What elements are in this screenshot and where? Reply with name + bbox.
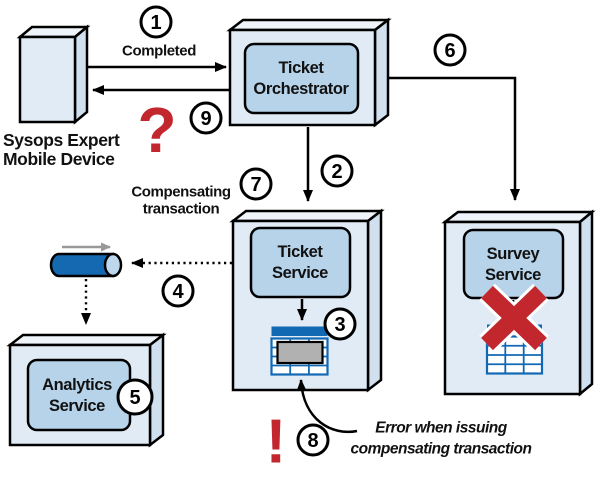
ticket-service-label-line1: Ticket: [278, 243, 324, 261]
survey-service-panel: [462, 228, 565, 300]
mobile-device-label-line1: Sysops Expert: [3, 130, 120, 150]
ticket-db-header: [271, 326, 328, 336]
step-badge-6-circle: [433, 33, 467, 67]
step-badge-9: 9: [189, 101, 223, 135]
step-badge-1: 1: [139, 5, 173, 39]
survey-service-label-line1: Survey: [487, 245, 541, 263]
step-badge-8-circle: [296, 423, 330, 457]
message-queue-icon: [49, 242, 123, 278]
orchestrator-label-line1: Ticket: [279, 59, 325, 77]
mobile-device-label-line2: Mobile Device: [3, 149, 115, 169]
orchestrator-top-face: [226, 18, 392, 32]
ticket-service-label-line2: Service: [272, 264, 328, 282]
error-label-line1: Error when issuing: [375, 420, 507, 437]
completed-label: Completed: [122, 43, 196, 60]
ticket-db-record-highlight: [276, 340, 324, 365]
step-badge-6: 6: [433, 33, 467, 67]
analytics-service-node: Analytics Service: [6, 332, 167, 448]
ticket-service-side-face: [366, 208, 383, 393]
mobile-device-side-face: [73, 24, 89, 125]
step-badge-5: 5: [116, 378, 154, 416]
queue-cap: [103, 252, 123, 278]
step-badge-1-number: 1: [150, 12, 161, 34]
survey-service-top-face: [441, 210, 596, 224]
survey-service-node: Survey Service: [441, 209, 596, 397]
step-badge-4-number: 4: [172, 281, 184, 303]
step-badge-3-circle: [323, 307, 357, 341]
step-badge-1-circle: [139, 5, 173, 39]
step-badge-4: 4: [161, 274, 195, 308]
exclamation-mark-icon: !: [266, 408, 287, 477]
ticket-orchestrator-node: Ticket Orchestrator: [226, 17, 392, 128]
analytics-top-face: [6, 333, 167, 347]
step-badge-5-number: 5: [129, 387, 140, 409]
step-badge-2: 2: [320, 154, 354, 188]
queue-body: [49, 252, 115, 278]
orchestrator-label-line2: Orchestrator: [253, 80, 349, 98]
step-badge-2-number: 2: [331, 161, 342, 183]
analytics-panel: [26, 358, 132, 432]
question-mark-icon: ?: [137, 94, 176, 166]
ticket-db-table-icon: [270, 326, 329, 376]
error-label-line2: compensating transaction: [351, 441, 532, 458]
compensating-label-line2: transaction: [143, 201, 220, 218]
mobile-device-front-face: [18, 35, 77, 124]
step-badge-9-circle: [189, 101, 223, 135]
survey-service-label-line2: Service: [485, 266, 541, 284]
step-badge-7: 7: [239, 167, 273, 201]
step-badge-8-number: 8: [307, 430, 318, 452]
step-badge-3: 3: [323, 307, 357, 341]
arrow-orchestrator-to-survey-service: [387, 76, 520, 201]
survey-service-side-face: [578, 209, 594, 397]
arrow-error-annotation: [296, 379, 358, 434]
step-badge-4-circle: [161, 274, 195, 308]
analytics-label-line2: Service: [49, 397, 105, 415]
step-badge-3-number: 3: [334, 314, 345, 336]
orchestrator-side-face: [373, 17, 390, 128]
step-badge-6-number: 6: [444, 40, 455, 62]
step-badge-7-circle: [239, 167, 273, 201]
failure-x-strokes: [481, 285, 547, 351]
ticket-service-panel: [249, 226, 352, 299]
ticket-service-top-face: [229, 209, 385, 223]
orchestrator-panel: [243, 42, 360, 115]
step-badge-7-number: 7: [250, 174, 261, 196]
failure-x-icon: [479, 283, 549, 353]
ticket-service-node: Ticket Service: [229, 208, 385, 393]
compensating-label-line1: Compensating: [131, 184, 231, 201]
step-badge-8: 8: [296, 423, 330, 457]
analytics-label-line1: Analytics: [42, 376, 112, 394]
step-badge-2-circle: [320, 154, 354, 188]
mobile-device-node: Sysops Expert Mobile Device: [3, 24, 120, 169]
step-badge-9-number: 9: [200, 108, 211, 130]
step-badge-5-circle: [116, 378, 154, 416]
